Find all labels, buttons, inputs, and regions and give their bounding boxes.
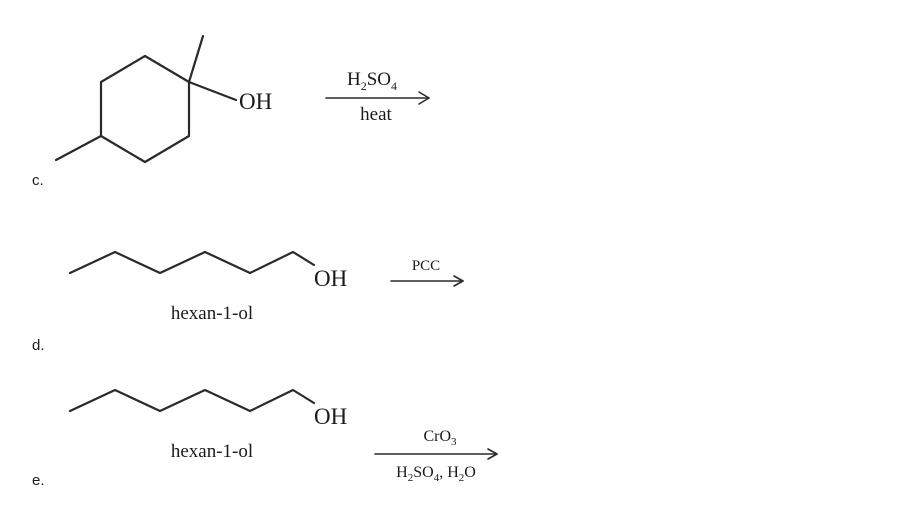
- reagent-heat: heat: [360, 104, 392, 125]
- hydroxyl-label: OH: [314, 266, 347, 291]
- problem-e-letter: e.: [32, 472, 45, 489]
- hexanol-structure-e: OH hexan-1-ol: [68, 388, 347, 462]
- reagent-chromium-trioxide: CrO3: [423, 428, 457, 448]
- reagent-pcc: PCC: [412, 258, 440, 274]
- c-oh-bond: [187, 80, 238, 102]
- hexanol-structure-d: OH hexan-1-ol: [68, 250, 347, 324]
- reaction-arrow-e: CrO3 H2SO4, H2O: [374, 428, 498, 484]
- problem-d: d. OH hexan-1-ol PCC: [32, 250, 464, 354]
- problem-c: c. OH H2SO4 heat: [32, 34, 430, 189]
- reagent-sulfuric-acid: H2SO4: [347, 69, 397, 93]
- hexanol-chain-e: [68, 388, 316, 413]
- methylcyclohexanol-structure: OH: [54, 34, 272, 164]
- compound-name-d: hexan-1-ol: [171, 303, 253, 324]
- problem-d-letter: d.: [32, 337, 45, 354]
- problem-c-letter: c.: [32, 172, 44, 189]
- problem-e: e. OH hexan-1-ol CrO3 H2SO4, H2O: [32, 388, 498, 489]
- hydroxyl-label: OH: [314, 404, 347, 429]
- methyl-bond-left: [54, 134, 103, 162]
- compound-name-e: hexan-1-ol: [171, 441, 253, 462]
- cyclohexane-ring: [99, 54, 191, 164]
- hexanol-chain-d: [68, 250, 316, 275]
- methyl-bond-top: [187, 34, 205, 84]
- reagent-sulfuric-acid-water: H2SO4, H2O: [396, 464, 476, 484]
- reaction-arrow-c: H2SO4 heat: [325, 69, 430, 125]
- reaction-arrow-d: PCC: [390, 258, 464, 287]
- hydroxyl-label: OH: [239, 89, 272, 114]
